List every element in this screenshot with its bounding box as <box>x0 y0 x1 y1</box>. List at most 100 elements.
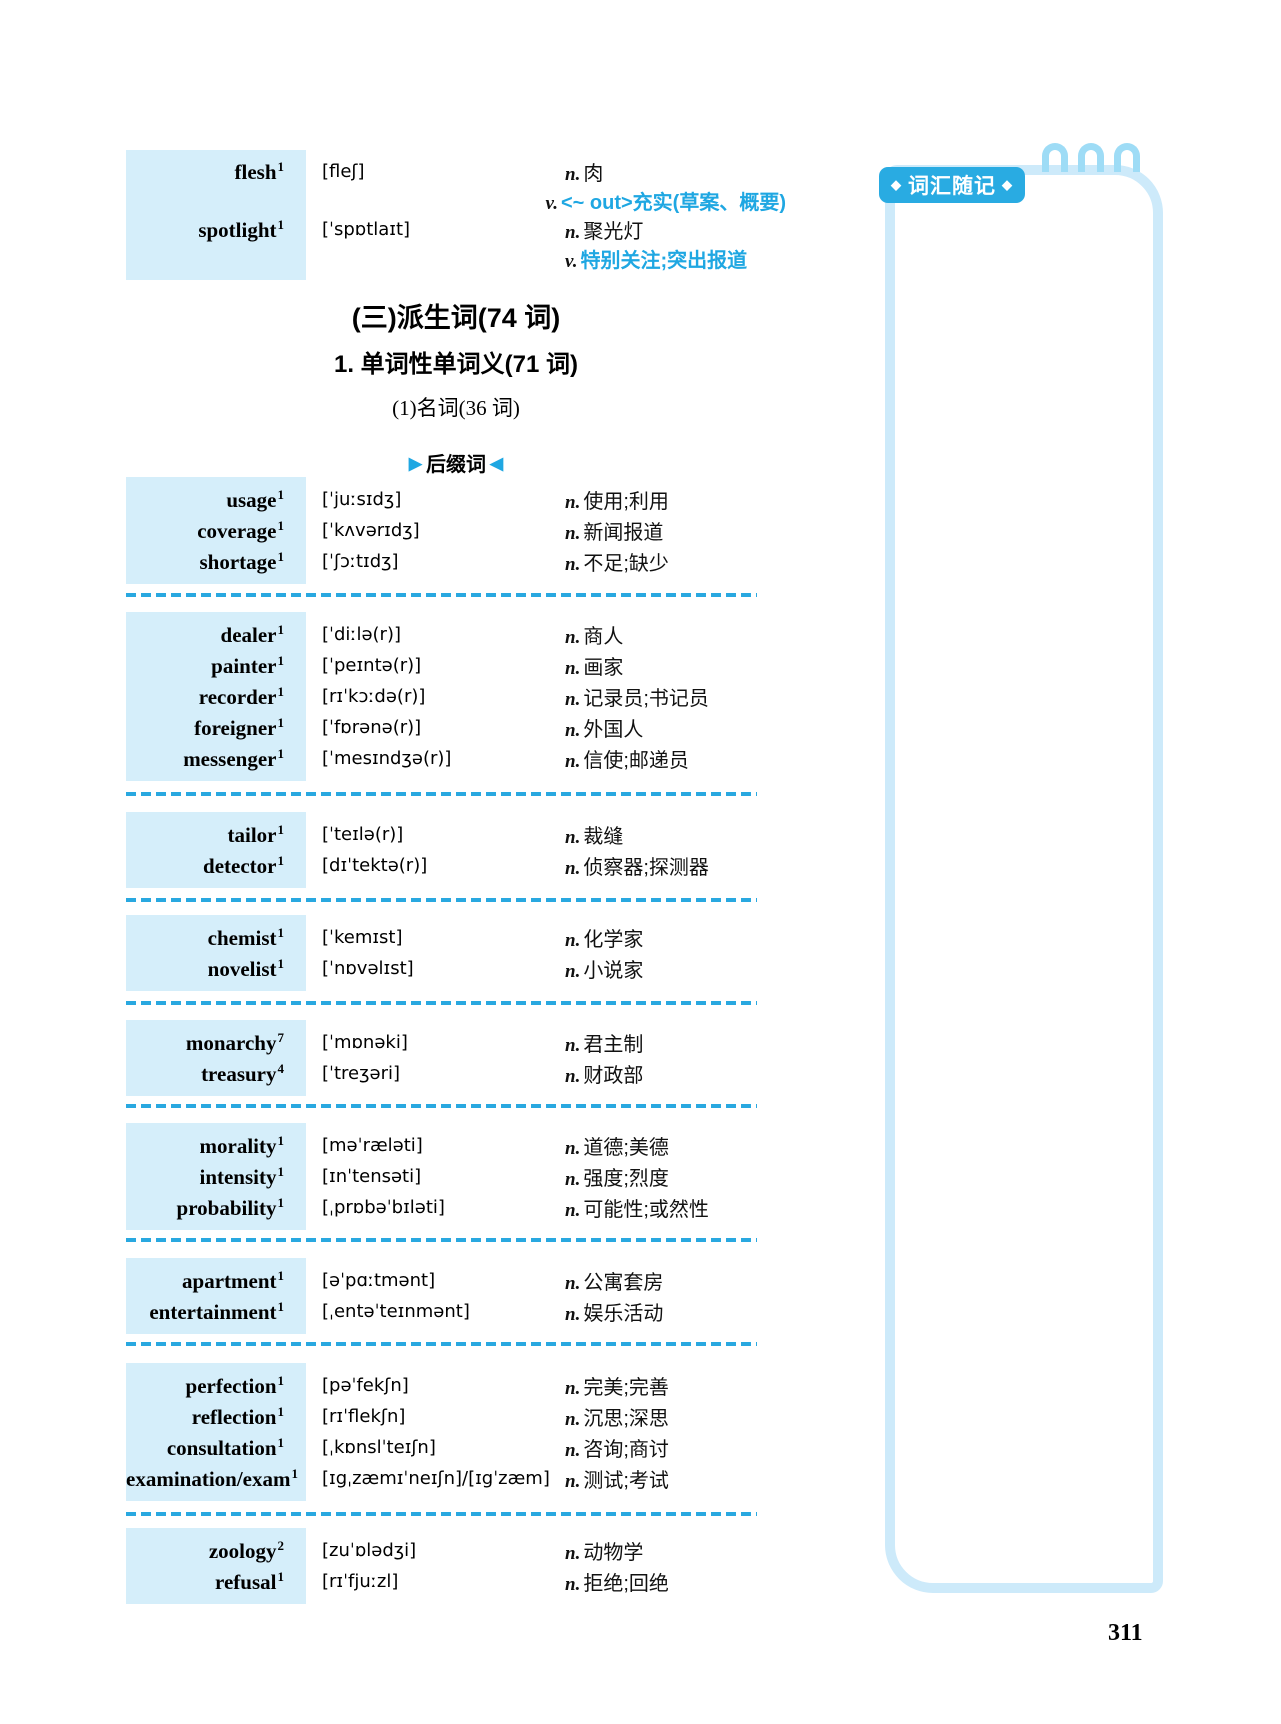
diamond-icon: ◆ <box>1002 177 1013 192</box>
meaning: 沉思;深思 <box>583 1408 669 1430</box>
word: shortage <box>199 549 277 574</box>
phonetic: [əˈpɑːtmənt] <box>322 1270 436 1291</box>
meaning: 咨询;商讨 <box>583 1439 669 1461</box>
meaning: 测试;考试 <box>583 1470 669 1492</box>
phonetic: [zuˈɒlədʒi] <box>322 1540 417 1561</box>
vocab-row: zoology2 [zuˈɒlədʒi] n.动物学 <box>126 1535 786 1566</box>
part-of-speech: n. <box>565 554 581 575</box>
part-of-speech: n. <box>565 1471 581 1492</box>
part-of-speech: n. <box>565 720 581 741</box>
part-of-speech: n. <box>565 1304 581 1325</box>
word-superscript: 1 <box>277 1163 285 1179</box>
phonetic: [ˌkɒnslˈteɪʃn] <box>322 1437 436 1458</box>
meaning: 小说家 <box>583 960 644 982</box>
word-superscript: 1 <box>277 1403 285 1419</box>
phonetic: [ˌprɒbəˈbɪləti] <box>322 1197 445 1218</box>
meaning: 君主制 <box>583 1034 644 1056</box>
word-superscript: 1 <box>291 1465 298 1481</box>
phonetic: [ˈjuːsɪdʒ] <box>322 489 402 510</box>
vocab-group: flesh1 [fleʃ] n.肉 v.<~ out>充实(草案、概要) spo… <box>126 150 786 280</box>
meaning: 信使;邮递员 <box>583 750 689 772</box>
word: refusal <box>215 1569 277 1594</box>
part-of-speech: n. <box>565 1066 581 1087</box>
word-superscript: 1 <box>277 924 285 940</box>
vocab-row: apartment1 [əˈpɑːtmənt] n.公寓套房 <box>126 1265 786 1296</box>
meaning: 肉 <box>583 163 604 185</box>
phonetic: [ˈʃɔːtɪdʒ] <box>322 551 399 572</box>
dashed-divider <box>126 1342 757 1346</box>
dashed-divider <box>126 1104 757 1108</box>
part-of-speech: n. <box>565 1378 581 1399</box>
meaning: 动物学 <box>583 1542 644 1564</box>
word-superscript: 1 <box>277 486 285 502</box>
vocab-row: novelist1 [ˈnɒvəlɪst] n.小说家 <box>126 953 786 984</box>
word: flesh <box>234 159 277 184</box>
left-triangle-icon: ◀ <box>490 454 504 473</box>
vocab-group: chemist1 [ˈkemɪst] n.化学家 novelist1 [ˈnɒv… <box>126 915 786 991</box>
part-of-speech: n. <box>565 1409 581 1430</box>
word: probability <box>176 1195 277 1220</box>
phonetic: [ˈteɪlə(r)] <box>322 824 404 845</box>
meaning: 商人 <box>583 626 624 648</box>
vocab-row: v.<~ out>充实(草案、概要) <box>126 186 787 215</box>
phonetic: [ɪnˈtensəti] <box>322 1166 422 1187</box>
part-of-speech: n. <box>565 1169 581 1190</box>
word-superscript: 1 <box>277 852 285 868</box>
word: intensity <box>199 1164 277 1189</box>
word-superscript: 1 <box>277 158 285 174</box>
vocab-row: reflection1 [rɪˈflekʃn] n.沉思;深思 <box>126 1401 786 1432</box>
word: dealer <box>220 622 277 647</box>
word: treasury <box>201 1061 277 1086</box>
meaning: 使用;利用 <box>583 491 669 513</box>
vocab-row: intensity1 [ɪnˈtensəti] n.强度;烈度 <box>126 1161 786 1192</box>
vocab-row: entertainment1 [ˌentəˈteɪnmənt] n.娱乐活动 <box>126 1296 786 1327</box>
meaning: 娱乐活动 <box>583 1303 664 1325</box>
phonetic: [ˈnɒvəlɪst] <box>322 958 414 979</box>
part-of-speech: n. <box>565 858 581 879</box>
part-of-speech: n. <box>565 1440 581 1461</box>
dashed-divider <box>126 792 757 796</box>
phonetic: [ˈmɒnəki] <box>322 1032 408 1053</box>
section-title: (三)派生词(74 词) <box>351 303 561 333</box>
word-superscript: 1 <box>277 1434 285 1450</box>
part-of-speech: n. <box>565 1273 581 1294</box>
word: perfection <box>185 1373 277 1398</box>
phonetic: [ˈspɒtlaɪt] <box>322 219 411 240</box>
meaning: 道德;美德 <box>583 1137 669 1159</box>
binder-ring-icon <box>1114 143 1140 172</box>
word: novelist <box>207 956 277 981</box>
suffix-tag-label: 后缀词 <box>426 454 486 476</box>
word: examination/exam <box>126 1466 291 1491</box>
word: reflection <box>191 1404 277 1429</box>
word-superscript: 1 <box>277 652 285 668</box>
vocab-notes-badge: ◆ 词汇随记 ◆ <box>879 167 1025 203</box>
meaning: 完美;完善 <box>583 1377 669 1399</box>
part-of-speech: n. <box>565 627 581 648</box>
vocab-row: tailor1 [ˈteɪlə(r)] n.裁缝 <box>126 819 786 850</box>
vocab-row: shortage1 [ˈʃɔːtɪdʒ] n.不足;缺少 <box>126 546 786 577</box>
word-superscript: 1 <box>277 1298 285 1314</box>
diamond-icon: ◆ <box>891 177 902 192</box>
vocab-row: coverage1 [ˈkʌvərɪdʒ] n.新闻报道 <box>126 515 786 546</box>
part-of-speech: n. <box>565 1138 581 1159</box>
phonetic: [ˈpeɪntə(r)] <box>322 655 422 676</box>
vocab-group: tailor1 [ˈteɪlə(r)] n.裁缝 detector1 [dɪˈt… <box>126 812 786 888</box>
vocab-group: zoology2 [zuˈɒlədʒi] n.动物学 refusal1 [rɪˈ… <box>126 1528 786 1604</box>
meaning: 外国人 <box>583 719 644 741</box>
word: tailor <box>227 822 277 847</box>
word-superscript: 1 <box>277 1568 285 1584</box>
vocab-row: morality1 [məˈræləti] n.道德;美德 <box>126 1130 786 1161</box>
meaning: 公寓套房 <box>583 1272 664 1294</box>
meaning: 化学家 <box>583 929 644 951</box>
phonetic: [ˈkemɪst] <box>322 927 403 948</box>
part-of-speech: n. <box>565 1543 581 1564</box>
vocab-row: detector1 [dɪˈtektə(r)] n.侦察器;探测器 <box>126 850 786 881</box>
word: monarchy <box>185 1030 277 1055</box>
meaning: 拒绝;回绝 <box>583 1573 669 1595</box>
meaning: 侦察器;探测器 <box>583 857 709 879</box>
part-of-speech: n. <box>565 1200 581 1221</box>
phonetic: [ˈmesɪndʒə(r)] <box>322 748 452 769</box>
part-of-speech: n. <box>565 492 581 513</box>
meaning: 聚光灯 <box>583 221 644 243</box>
meaning: 新闻报道 <box>583 522 664 544</box>
